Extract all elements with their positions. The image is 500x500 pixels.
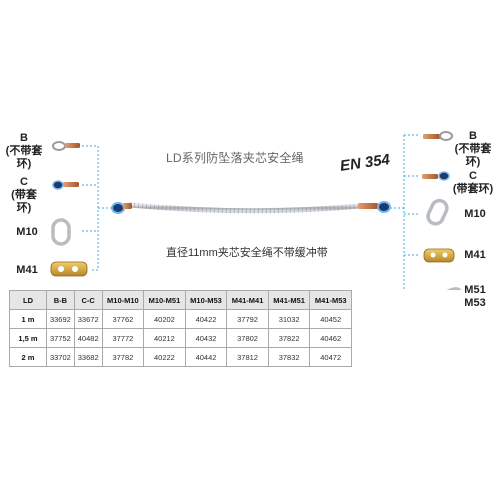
header-ld: LD (9, 290, 47, 310)
table-cell: 33702 (46, 347, 75, 367)
left-m10-carabiner-icon (51, 218, 71, 246)
left-option-b: B (不带套环) (2, 132, 46, 171)
table-cell: 1 m (9, 309, 47, 329)
left-b-eye-icon (52, 141, 80, 151)
right-option-m53-code: M53 (464, 297, 486, 309)
left-option-c-note: (带套环) (11, 189, 37, 214)
left-c-thimble-icon (52, 180, 79, 190)
right-option-c-code: C (469, 170, 477, 182)
table-cell: 37812 (226, 347, 269, 367)
table-cell: 40452 (309, 309, 352, 329)
table-row: 2 m 33702 33682 37782 40222 40442 37812 … (9, 347, 352, 367)
right-option-m10: M10 (464, 208, 486, 220)
right-option-b: B (不带套环) (448, 130, 498, 169)
header-c-c: C-C (73, 290, 103, 310)
table-cell: 40202 (143, 309, 186, 329)
right-option-m41: M41 (464, 249, 486, 261)
right-m10-carabiner-icon (426, 198, 449, 226)
table-cell: 40422 (184, 309, 228, 329)
table-cell: 40222 (143, 347, 186, 367)
left-option-m41: M41 (16, 264, 38, 276)
left-option-c: C (带套环) (4, 176, 44, 215)
table-cell: 2 m (9, 347, 47, 367)
table-row: 1,5 m 37752 40482 37772 40212 40432 3780… (9, 328, 352, 348)
table-cell: 37782 (101, 347, 145, 367)
table-cell: 33672 (73, 309, 103, 329)
right-c-thimble-icon (422, 171, 450, 181)
right-option-m51: M51 M53 (460, 284, 490, 310)
left-connector-lines (82, 145, 112, 271)
right-m41-hook-icon (423, 248, 455, 263)
table-cell: 40442 (184, 347, 228, 367)
table-row: 1 m 33692 33672 37762 40202 40422 37792 … (9, 309, 352, 329)
table-cell: 40462 (309, 328, 352, 348)
table-cell: 33682 (73, 347, 103, 367)
right-option-b-code: B (469, 130, 477, 142)
table-cell: 37762 (101, 309, 145, 329)
lanyard-diagram (50, 131, 462, 290)
product-title: LD系列防坠落夹芯安全绳 (166, 151, 304, 165)
left-option-b-note: (不带套环) (5, 145, 43, 170)
table-cell: 1,5 m (9, 328, 47, 348)
table-cell: 31032 (267, 309, 311, 329)
table-cell: 37822 (267, 328, 311, 348)
table-cell: 33692 (46, 309, 75, 329)
left-rope-end-icon (111, 202, 132, 214)
spec-table: LD B-B C-C M10-M10 M10-M51 M10-M53 M41-M… (9, 290, 352, 367)
left-m41-hook-icon (50, 261, 88, 277)
table-cell: 37752 (46, 328, 75, 348)
table-cell: 40432 (184, 328, 228, 348)
table-cell: 37792 (226, 309, 269, 329)
right-option-c: C (带套环) (450, 170, 496, 196)
right-option-c-note: (带套环) (452, 183, 494, 195)
table-cell: 40482 (73, 328, 103, 348)
header-m41-m53: M41-M53 (309, 290, 352, 310)
header-b-b: B-B (46, 290, 75, 310)
left-option-b-code: B (20, 132, 28, 144)
right-rope-end-icon (358, 201, 391, 213)
header-m10-m53: M10-M53 (184, 290, 228, 310)
right-m51-scaffold-hook-icon (446, 287, 462, 290)
header-m10-m51: M10-M51 (143, 290, 186, 310)
header-m10-m10: M10-M10 (101, 290, 145, 310)
right-option-b-note: (不带套环) (454, 143, 492, 168)
product-subtitle: 直径11mm夹芯安全绳不带缓冲带 (166, 247, 328, 259)
right-connector-lines (390, 134, 418, 290)
table-cell: 37772 (101, 328, 145, 348)
left-option-c-code: C (20, 176, 28, 188)
header-m41-m41: M41-M41 (226, 290, 269, 310)
right-b-eye-icon (423, 131, 453, 141)
table-cell: 37802 (226, 328, 269, 348)
right-option-m51-code: M51 (464, 284, 486, 296)
table-cell: 37832 (267, 347, 311, 367)
left-option-m10: M10 (16, 226, 38, 238)
table-header-row: LD B-B C-C M10-M10 M10-M51 M10-M53 M41-M… (9, 290, 352, 310)
rope (127, 202, 363, 214)
table-cell: 40212 (143, 328, 186, 348)
table-cell: 40472 (309, 347, 352, 367)
header-m41-m51: M41-M51 (267, 290, 311, 310)
